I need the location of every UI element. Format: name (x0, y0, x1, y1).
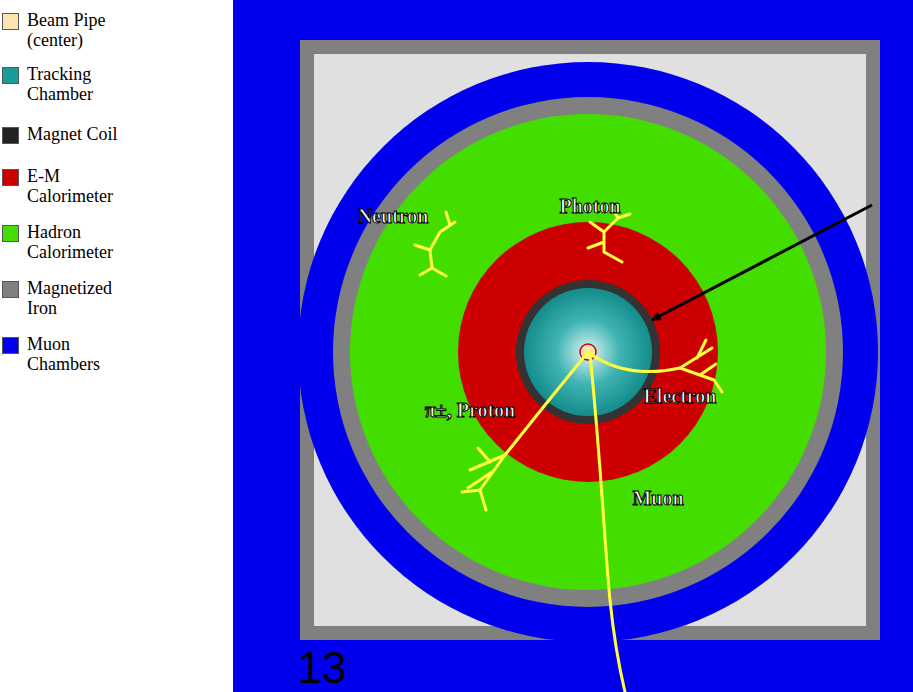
legend-swatch (2, 225, 19, 242)
particle-tracks (415, 208, 722, 692)
legend-text: Muon Chambers (27, 334, 122, 374)
muon-chamber-frame (233, 0, 913, 692)
legend-swatch (2, 67, 19, 84)
particle-label: Electron (644, 385, 717, 408)
legend-swatch (2, 337, 19, 354)
particle-label: Muon (632, 487, 683, 510)
legend-item: Muon Chambers (2, 334, 122, 374)
legend-text: Magnet Coil (27, 124, 122, 144)
legend-swatch (2, 169, 19, 186)
em-calorimeter (458, 222, 718, 482)
legend-item: Tracking Chamber (2, 64, 122, 104)
particle-label: Neutron (358, 205, 429, 228)
page-number: 13 (298, 643, 347, 692)
particle-label: π±, Proton (425, 399, 515, 422)
muon-chambers (298, 62, 878, 642)
hadron-calorimeter (350, 114, 826, 590)
legend-text: Beam Pipe (center) (27, 10, 122, 50)
legend-text: Hadron Calorimeter (27, 222, 122, 262)
legend-swatch (2, 127, 19, 144)
magnetized-iron (333, 97, 843, 607)
legend-item: E-M Calorimeter (2, 166, 122, 206)
legend-swatch (2, 281, 19, 298)
legend-swatch (2, 13, 19, 30)
legend-item: Hadron Calorimeter (2, 222, 122, 262)
legend-item: Magnetized Iron (2, 278, 122, 318)
particle-label: Photon (559, 195, 620, 218)
legend-text: E-M Calorimeter (27, 166, 122, 206)
leader-arrow (652, 205, 872, 320)
legend-text: Tracking Chamber (27, 64, 122, 104)
legend-text: Magnetized Iron (27, 278, 122, 318)
legend-item: Magnet Coil (2, 124, 122, 144)
legend-item: Beam Pipe (center) (2, 10, 122, 50)
